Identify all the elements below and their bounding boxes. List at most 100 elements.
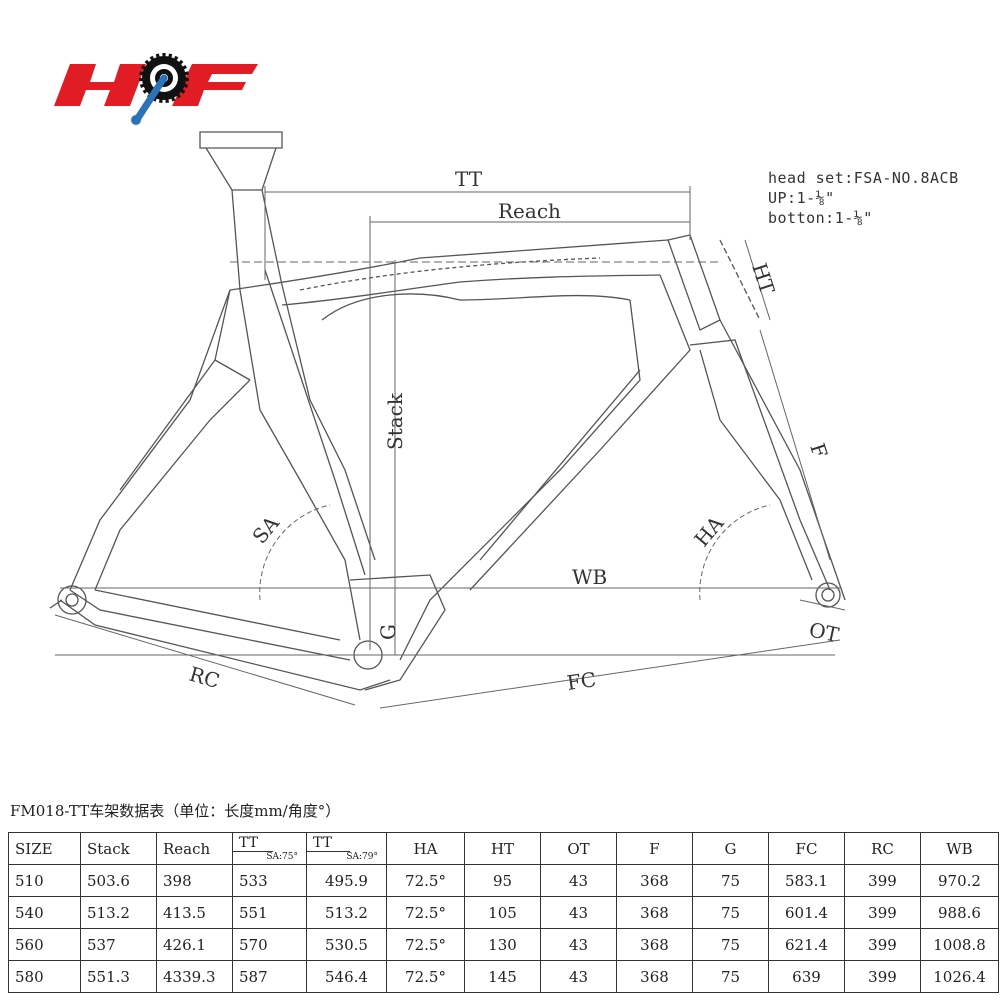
cell-fc: 621.4 bbox=[768, 928, 845, 961]
label-sa: SA bbox=[247, 511, 284, 548]
cell-g: 75 bbox=[692, 864, 769, 897]
cell-rc: 399 bbox=[844, 960, 921, 993]
headset-line-2: UP:1-⅛" bbox=[768, 189, 835, 207]
header-g: G bbox=[692, 832, 769, 865]
header-tt-label: TT bbox=[239, 835, 258, 851]
cell-ht: 130 bbox=[464, 928, 541, 961]
cell-size: 560 bbox=[8, 928, 81, 961]
label-wb: WB bbox=[572, 565, 607, 589]
cell-size: 540 bbox=[8, 896, 81, 929]
table-row: 540 513.2 413.5 551 513.2 72.5° 105 43 3… bbox=[8, 896, 999, 929]
geometry-table: SIZE Stack Reach TT SA:75° TT SA:79° HA … bbox=[8, 832, 999, 993]
cell-stack: 537 bbox=[80, 928, 157, 961]
label-g: G bbox=[376, 624, 400, 640]
cell-reach: 413.5 bbox=[156, 896, 233, 929]
cell-ot: 43 bbox=[540, 864, 617, 897]
table-row: 560 537 426.1 570 530.5 72.5° 130 43 368… bbox=[8, 928, 999, 961]
cell-fc: 639 bbox=[768, 960, 845, 993]
header-stack: Stack bbox=[80, 832, 157, 865]
headset-spec-note: head set:FSA-NO.8ACB UP:1-⅛" botton:1-⅛" bbox=[768, 168, 959, 228]
table-row: 510 503.6 398 533 495.9 72.5° 95 43 368 … bbox=[8, 864, 999, 897]
header-tt-label: TT bbox=[313, 835, 332, 851]
header-reach: Reach bbox=[156, 832, 233, 865]
header-tt-75: TT SA:75° bbox=[232, 832, 307, 865]
header-tt-sa79: SA:79° bbox=[346, 852, 378, 862]
cell-ht: 145 bbox=[464, 960, 541, 993]
headset-line-1: head set:FSA-NO.8ACB bbox=[768, 169, 959, 187]
cell-reach: 4339.3 bbox=[156, 960, 233, 993]
header-wb: WB bbox=[920, 832, 999, 865]
label-ht: HT bbox=[747, 260, 780, 297]
cell-size: 510 bbox=[8, 864, 81, 897]
cell-tt79: 495.9 bbox=[306, 864, 387, 897]
seat-tube bbox=[214, 269, 376, 641]
down-tube bbox=[321, 274, 691, 661]
cell-ht: 105 bbox=[464, 896, 541, 929]
cell-ot: 43 bbox=[540, 928, 617, 961]
cell-f: 368 bbox=[616, 896, 693, 929]
cell-ha: 72.5° bbox=[386, 928, 465, 961]
cell-reach: 426.1 bbox=[156, 928, 233, 961]
cell-rc: 399 bbox=[844, 864, 921, 897]
header-tt-79: TT SA:79° bbox=[306, 832, 387, 865]
cell-wb: 1026.4 bbox=[920, 960, 999, 993]
cell-fc: 583.1 bbox=[768, 864, 845, 897]
cell-f: 368 bbox=[616, 928, 693, 961]
cell-fc: 601.4 bbox=[768, 896, 845, 929]
rear-triangle bbox=[49, 289, 391, 691]
cell-ot: 43 bbox=[540, 960, 617, 993]
header-tt-sa75: SA:75° bbox=[266, 852, 298, 862]
cell-stack: 551.3 bbox=[80, 960, 157, 993]
cell-ht: 95 bbox=[464, 864, 541, 897]
logo-letter-f bbox=[172, 64, 258, 106]
headset-line-3: botton:1-⅛" bbox=[768, 209, 873, 227]
cell-wb: 988.6 bbox=[920, 896, 999, 929]
header-f: F bbox=[616, 832, 693, 865]
cell-tt79: 513.2 bbox=[306, 896, 387, 929]
table-header-row: SIZE Stack Reach TT SA:75° TT SA:79° HA … bbox=[8, 832, 999, 865]
cell-tt75: 587 bbox=[232, 960, 307, 993]
chainring-icon bbox=[131, 53, 189, 125]
cell-stack: 513.2 bbox=[80, 896, 157, 929]
cell-f: 368 bbox=[616, 960, 693, 993]
cell-g: 75 bbox=[692, 960, 769, 993]
cell-reach: 398 bbox=[156, 864, 233, 897]
dimension-lines bbox=[54, 186, 846, 709]
label-reach: Reach bbox=[498, 199, 561, 223]
cell-rc: 399 bbox=[844, 896, 921, 929]
table-title: FM018-TT车架数据表（单位：长度mm/角度°） bbox=[10, 802, 341, 820]
header-fc: FC bbox=[768, 832, 845, 865]
cell-stack: 503.6 bbox=[80, 864, 157, 897]
cell-tt79: 546.4 bbox=[306, 960, 387, 993]
header-ht: HT bbox=[464, 832, 541, 865]
label-tt: TT bbox=[455, 167, 483, 191]
cell-ha: 72.5° bbox=[386, 896, 465, 929]
head-tube-fork bbox=[667, 234, 846, 608]
cell-tt75: 570 bbox=[232, 928, 307, 961]
label-fc: FC bbox=[565, 667, 597, 695]
cell-tt75: 551 bbox=[232, 896, 307, 929]
table-row: 580 551.3 4339.3 587 546.4 72.5° 145 43 … bbox=[8, 960, 999, 993]
top-tube bbox=[229, 239, 669, 306]
hf-logo bbox=[54, 53, 258, 125]
cell-rc: 399 bbox=[844, 928, 921, 961]
label-f: F bbox=[805, 440, 832, 461]
cell-ot: 43 bbox=[540, 896, 617, 929]
header-ot: OT bbox=[540, 832, 617, 865]
logo-letter-h bbox=[54, 64, 146, 106]
header-rc: RC bbox=[844, 832, 921, 865]
cell-wb: 970.2 bbox=[920, 864, 999, 897]
cell-tt79: 530.5 bbox=[306, 928, 387, 961]
label-ot: OT bbox=[807, 617, 842, 647]
seatpost bbox=[199, 131, 283, 291]
cell-g: 75 bbox=[692, 896, 769, 929]
frame-geometry-drawing: TT Reach Stack HT F SA HA WB G OT RC FC bbox=[49, 131, 846, 709]
label-rc: RC bbox=[187, 662, 223, 693]
cell-ha: 72.5° bbox=[386, 960, 465, 993]
header-size: SIZE bbox=[8, 832, 81, 865]
header-ha: HA bbox=[386, 832, 465, 865]
cell-wb: 1008.8 bbox=[920, 928, 999, 961]
cell-ha: 72.5° bbox=[386, 864, 465, 897]
cell-g: 75 bbox=[692, 928, 769, 961]
label-stack: Stack bbox=[383, 392, 407, 450]
